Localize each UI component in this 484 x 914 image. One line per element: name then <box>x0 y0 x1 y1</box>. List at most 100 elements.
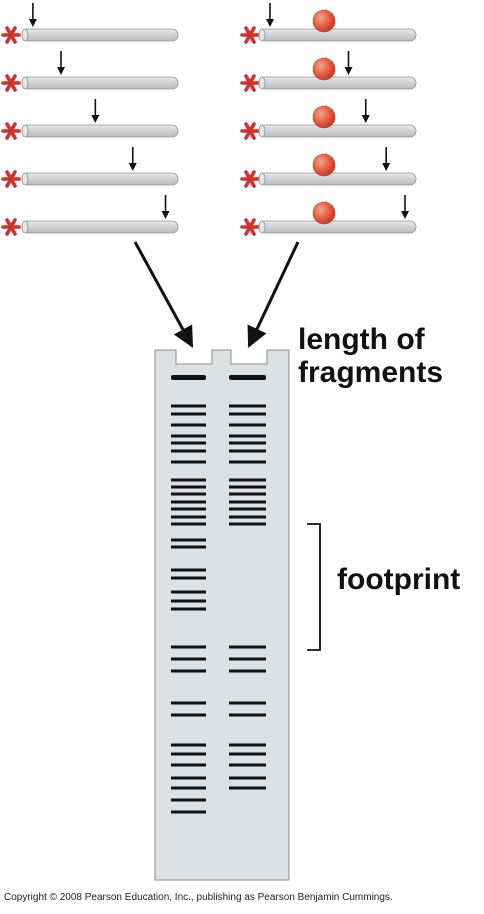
red-asterisk-icon <box>1 218 21 236</box>
gel-band <box>171 713 206 717</box>
gel-band <box>171 657 206 661</box>
gel <box>154 349 290 881</box>
gel-band <box>229 743 266 747</box>
gel-band <box>229 423 266 427</box>
dna-fragment <box>1 99 179 140</box>
gel-band <box>171 441 206 445</box>
down-arrow-icon <box>161 195 170 219</box>
gel-band <box>229 449 266 453</box>
red-asterisk-icon <box>240 26 260 44</box>
dna-fragment <box>1 3 179 44</box>
dna-fragment <box>240 195 417 236</box>
gel-band <box>229 412 266 416</box>
gel-lane-without-protein <box>171 375 206 814</box>
down-arrow-icon <box>265 3 274 27</box>
dna-strand <box>21 124 179 138</box>
red-asterisk-icon <box>1 74 21 92</box>
gel-band <box>229 669 266 673</box>
arrow-right-to-gel <box>247 241 300 348</box>
gel-band <box>229 500 266 504</box>
gel-band <box>171 404 206 408</box>
gel-band <box>229 485 266 489</box>
copyright-notice: Copyright © 2008 Pearson Education, Inc.… <box>4 892 393 903</box>
gel-band <box>171 507 206 511</box>
length-of-fragments-label: length of fragments <box>298 323 444 389</box>
dna-strand <box>258 28 417 42</box>
down-arrow-icon <box>28 3 37 27</box>
gel-band <box>229 460 266 464</box>
gel-band <box>171 752 206 756</box>
gel-lane-with-protein <box>229 375 266 790</box>
gel-band <box>229 441 266 445</box>
gel-band <box>171 423 206 427</box>
dna-fragment <box>240 51 417 92</box>
dna-fragment <box>240 147 417 188</box>
red-asterisk-icon <box>1 26 21 44</box>
gel-band <box>229 478 266 482</box>
gel-band <box>229 515 266 519</box>
down-arrow-icon <box>128 147 137 171</box>
dna-fragment <box>1 51 179 92</box>
down-arrow-icon <box>91 99 100 123</box>
red-asterisk-icon <box>240 170 260 188</box>
dna-fragment <box>1 195 179 236</box>
red-asterisk-icon <box>1 170 21 188</box>
gel-band <box>171 576 206 580</box>
dna-strand <box>258 172 417 186</box>
red-asterisk-icon <box>240 74 260 92</box>
red-sphere-icon <box>312 201 336 225</box>
gel-band <box>229 507 266 511</box>
red-asterisk-icon <box>240 218 260 236</box>
dna-strand <box>21 172 179 186</box>
gel-band <box>229 752 266 756</box>
gel-band <box>171 460 206 464</box>
gel-band <box>229 404 266 408</box>
down-arrow-icon <box>57 51 65 75</box>
gel-band <box>171 599 206 603</box>
gel-band <box>229 657 266 661</box>
dna-strand <box>258 220 417 234</box>
gel-band <box>229 645 266 649</box>
gel-band <box>229 492 266 496</box>
gel-band <box>171 522 206 526</box>
red-sphere-icon <box>312 9 336 33</box>
gel-band <box>171 669 206 673</box>
dna-strand <box>258 76 417 90</box>
gel-band <box>171 743 206 747</box>
gel-band <box>171 607 206 611</box>
gel-band <box>229 522 266 526</box>
dna-fragment <box>240 99 417 140</box>
gel-band <box>171 763 206 767</box>
gel-band <box>229 701 266 705</box>
down-arrow-icon <box>344 51 353 75</box>
red-sphere-icon <box>312 105 336 129</box>
gel-band <box>171 492 206 496</box>
gel-band <box>171 786 206 790</box>
gel-band <box>171 412 206 416</box>
gel-band <box>171 568 206 572</box>
arrow-left-to-gel <box>133 241 194 348</box>
red-asterisk-icon <box>240 122 260 140</box>
red-sphere-icon <box>312 57 336 81</box>
dna-panel-without-protein <box>1 3 179 236</box>
dna-strand <box>21 76 179 90</box>
gel-band <box>171 776 206 780</box>
gel-band <box>171 500 206 504</box>
gel-band <box>229 763 266 767</box>
gel-band <box>229 786 266 790</box>
gel-band <box>171 645 206 649</box>
dna-fragment <box>240 3 417 44</box>
gel-band <box>171 798 206 802</box>
dna-strand <box>258 124 417 138</box>
gel-band <box>229 713 266 717</box>
gel-band <box>171 515 206 519</box>
gel-band <box>171 810 206 814</box>
dna-panel-with-protein <box>240 3 417 236</box>
footprint-label: footprint <box>337 563 461 596</box>
dna-strand <box>21 220 179 234</box>
gel-band <box>171 434 206 438</box>
gel-band <box>171 701 206 705</box>
gel-band-top <box>229 375 266 380</box>
gel-band <box>171 538 206 542</box>
